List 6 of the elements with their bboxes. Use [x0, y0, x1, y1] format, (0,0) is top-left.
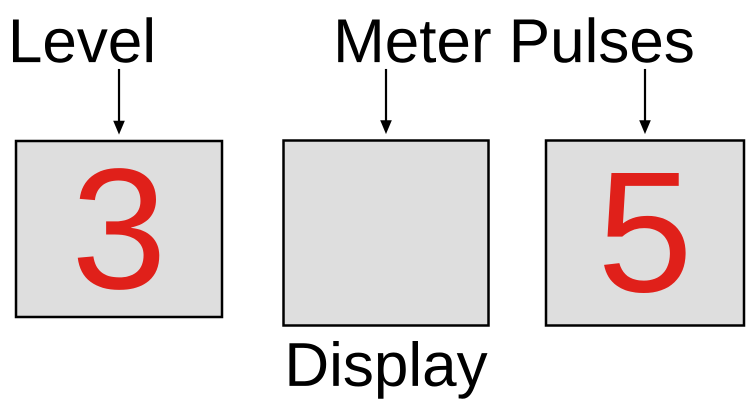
digit-box: 3	[14, 140, 224, 318]
empty-box	[282, 139, 490, 327]
caption-text: Display	[289, 340, 488, 399]
label-text: Level	[12, 17, 152, 63]
digit-box: 5	[544, 139, 746, 327]
label-text: Meter Pulses	[338, 17, 693, 63]
